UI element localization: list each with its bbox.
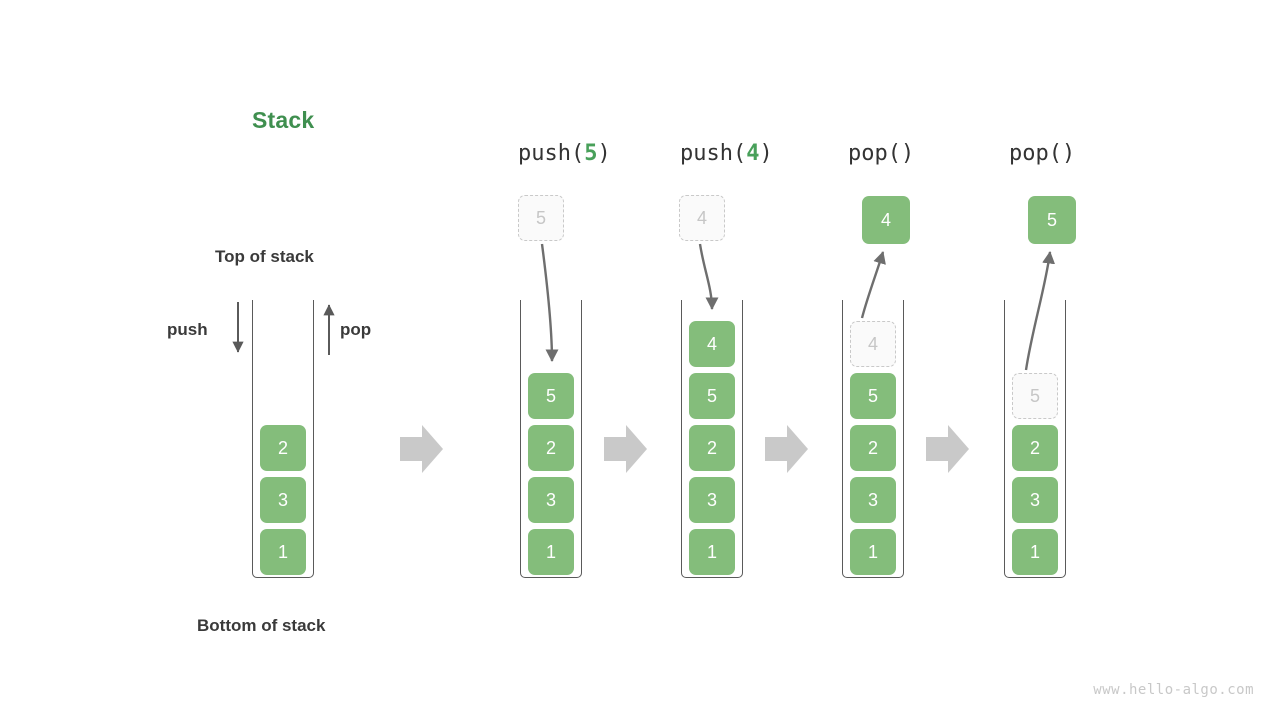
op-arg: 5 xyxy=(584,141,598,166)
flow-arrow xyxy=(400,425,443,473)
stack-container xyxy=(520,300,582,578)
stack-cell: 5 xyxy=(850,373,896,419)
stack-cell: 3 xyxy=(1012,477,1058,523)
stack-cell: 1 xyxy=(528,529,574,575)
operation-header-push4: push(4) xyxy=(680,141,773,166)
flow-arrow xyxy=(765,425,808,473)
stack-cell: 1 xyxy=(850,529,896,575)
op-prefix: pop( xyxy=(848,141,901,166)
operation-header-pop1: pop() xyxy=(848,141,914,166)
op-suffix: ) xyxy=(900,141,915,166)
diagram-title: Stack xyxy=(252,107,315,133)
stack-cell-ghost: 5 xyxy=(1012,373,1058,419)
step-column-push5: 5 5 2 3 1 xyxy=(518,0,590,720)
op-suffix: ) xyxy=(597,141,611,166)
operation-header-push5: push(5) xyxy=(518,141,611,166)
stack-cell: 5 xyxy=(689,373,735,419)
stack-cell-ghost: 4 xyxy=(850,321,896,367)
step-column-push4: 4 4 5 2 3 1 xyxy=(679,0,751,720)
stack-cell: 2 xyxy=(260,425,306,471)
stack-cell: 3 xyxy=(260,477,306,523)
stack-cell: 3 xyxy=(689,477,735,523)
stack-container xyxy=(842,300,904,578)
stack-cell: 1 xyxy=(689,529,735,575)
push-label: push xyxy=(167,320,208,339)
step-column-pop1: 4 4 5 2 3 1 xyxy=(842,0,912,720)
flow-arrow xyxy=(926,425,969,473)
watermark: www.hello-algo.com xyxy=(1093,682,1254,698)
op-arg: 4 xyxy=(746,141,760,166)
op-prefix: push( xyxy=(518,141,585,166)
pop-label: pop xyxy=(340,320,372,339)
stack-container xyxy=(681,300,743,578)
popped-cell: 4 xyxy=(862,196,910,244)
flow-arrow xyxy=(604,425,647,473)
stack-cell: 4 xyxy=(689,321,735,367)
floating-ghost-cell: 4 xyxy=(679,195,725,241)
step-column-pop2: 5 5 2 3 1 xyxy=(1004,0,1076,720)
stack-cell: 3 xyxy=(850,477,896,523)
popped-cell: 5 xyxy=(1028,196,1076,244)
stack-cell: 2 xyxy=(528,425,574,471)
op-prefix: pop( xyxy=(1009,141,1062,166)
top-of-stack-label: Top of stack xyxy=(215,247,314,266)
op-prefix: push( xyxy=(680,141,747,166)
stack-cell: 1 xyxy=(260,529,306,575)
floating-ghost-cell: 5 xyxy=(518,195,564,241)
bottom-of-stack-label: Bottom of stack xyxy=(197,616,326,635)
stack-cell: 1 xyxy=(1012,529,1058,575)
stack-cell: 2 xyxy=(850,425,896,471)
stack-cell: 2 xyxy=(689,425,735,471)
stack-cell: 3 xyxy=(528,477,574,523)
stack-cell: 2 xyxy=(1012,425,1058,471)
stack-container xyxy=(252,300,314,578)
operation-header-pop2: pop() xyxy=(1009,141,1075,166)
op-suffix: ) xyxy=(759,141,773,166)
stack-container xyxy=(1004,300,1066,578)
op-suffix: ) xyxy=(1061,141,1076,166)
stack-cell: 5 xyxy=(528,373,574,419)
initial-stack-column: 2 3 1 xyxy=(252,0,322,720)
